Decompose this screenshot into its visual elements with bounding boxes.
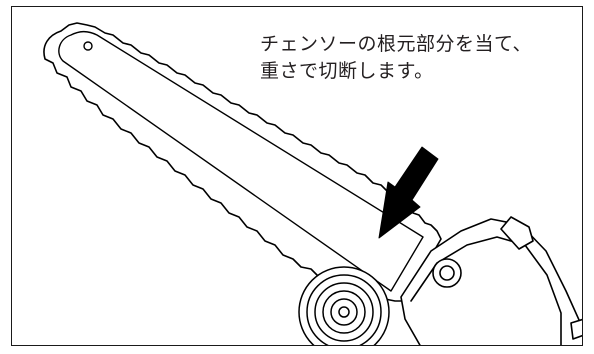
caption-line-2: 重さで切断します。 (260, 60, 434, 82)
down-left-arrow-icon (378, 146, 439, 239)
bar-nose-hole (83, 41, 93, 51)
chainsaw-body (400, 216, 582, 345)
bar-bolt-inner (439, 265, 455, 281)
instruction-caption: チェンソーの根元部分を当て、 重さで切断します。 (260, 31, 532, 85)
log-end (298, 266, 390, 345)
caption-line-1: チェンソーの根元部分を当て、 (260, 33, 533, 55)
chainsaw-bar (43, 22, 442, 302)
diagram-frame: チェンソーの根元部分を当て、 重さで切断します。 (11, 6, 583, 346)
chainsaw-illustration (43, 22, 582, 345)
guide-bar-body (58, 30, 424, 292)
